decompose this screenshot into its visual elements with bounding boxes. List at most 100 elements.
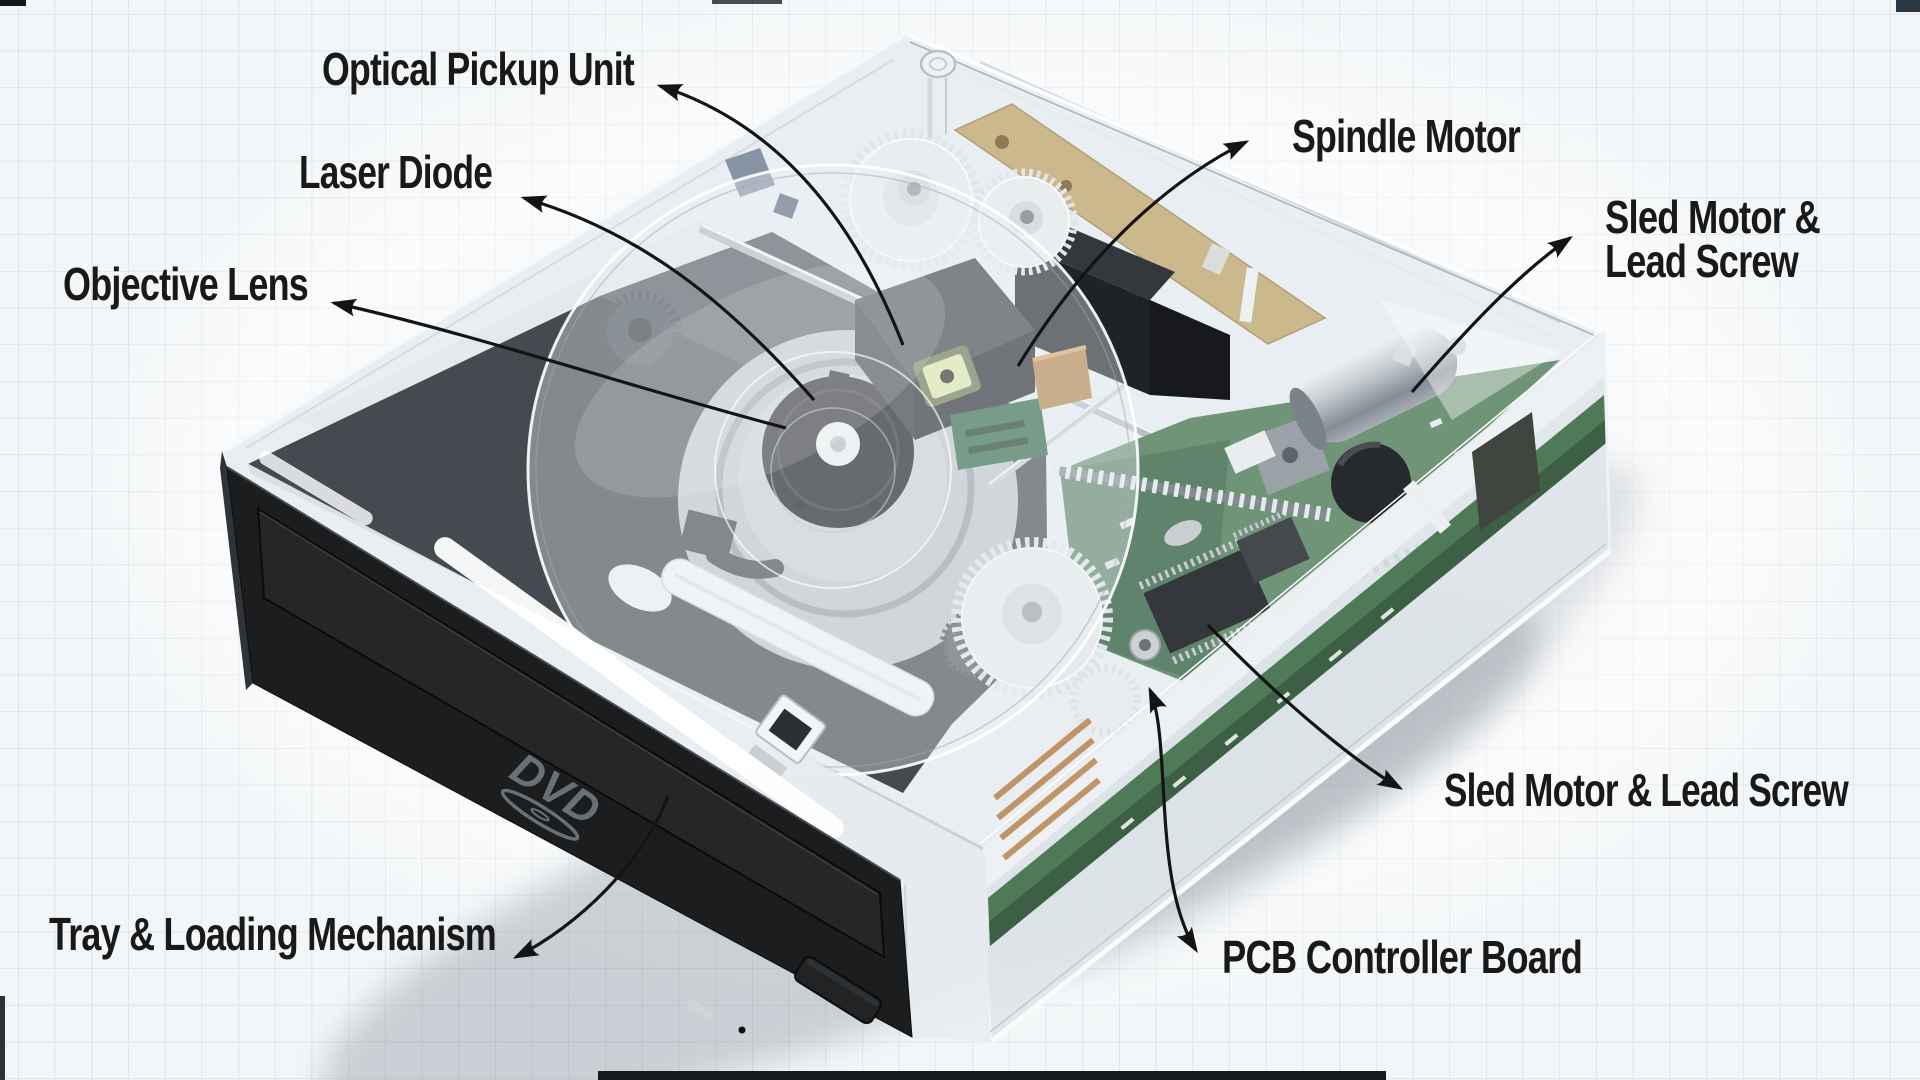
case-bottom-edge	[990, 549, 1612, 1043]
pickup-pcb-stripe	[964, 419, 1026, 438]
motor-shaft	[1448, 337, 1467, 356]
case-reflection	[1380, 300, 1560, 420]
label-sled-motor-lead-screw-bottom: Sled Motor & Lead Screw	[1444, 764, 1849, 816]
dvd-drive: DVD	[220, 32, 1612, 1043]
arrow-sled-motor-top	[1410, 235, 1573, 394]
usb-connector	[748, 694, 826, 777]
disc-hole-ring	[770, 407, 896, 533]
pcb-edge-strip-shade	[989, 420, 1606, 946]
label-pcb-controller-board: PCB Controller Board	[1222, 931, 1582, 983]
lens-aperture	[940, 369, 955, 384]
disc-rim-inner	[535, 172, 1131, 768]
small-gear-bottom	[1069, 664, 1141, 736]
left-edge-mark	[0, 996, 5, 1080]
arrow-optical-pickup-unit	[656, 84, 905, 346]
disc-hub-ring	[714, 351, 952, 589]
label-sled-motor-line2: Lead Screw	[1605, 235, 1799, 287]
usb-contact	[748, 744, 788, 777]
inductor-highlight	[1337, 441, 1381, 467]
platform-ring	[715, 358, 975, 618]
hub-screw	[795, 500, 805, 510]
eject-button-highlight	[806, 958, 879, 1007]
label-optical-pickup-unit: Optical Pickup Unit	[322, 43, 635, 95]
annotation-labels: Optical Pickup Unit Laser Diode Objectiv…	[49, 43, 1850, 983]
front-clear-lip	[224, 451, 990, 1041]
inner-wall-line3	[245, 59, 894, 449]
arrow-sled-motor-bottom	[1206, 623, 1404, 790]
led-indicator	[687, 999, 714, 1020]
cap-center	[1139, 639, 1151, 651]
lid-edge-back-left	[222, 32, 908, 453]
gear-small-screw	[1020, 210, 1034, 224]
usb-slot	[768, 708, 812, 751]
lip-highlight-small	[259, 451, 373, 526]
copper-actuator	[1032, 345, 1092, 410]
arrow-pcb-controller-board	[1148, 686, 1198, 954]
rear-connector	[1472, 412, 1540, 530]
annotation-arrows	[330, 84, 1573, 959]
label-tray-loading-mechanism: Tray & Loading Mechanism	[49, 908, 496, 960]
motor-cap	[1289, 387, 1327, 450]
label-laser-diode: Laser Diode	[299, 146, 492, 198]
tan-board-hole	[995, 135, 1009, 149]
label-objective-lens: Objective Lens	[63, 258, 308, 310]
chip-body	[1143, 548, 1271, 654]
pickup-top	[855, 258, 1035, 382]
dark-gear-teeth	[598, 290, 682, 374]
dvd-logo-disc	[500, 788, 580, 841]
case-tab	[1201, 243, 1231, 275]
motor-cylinder	[1297, 327, 1458, 443]
gear-small-teeth	[970, 168, 1078, 276]
emergency-eject-hole	[738, 1026, 746, 1034]
lid-hole	[919, 49, 957, 79]
lid-edge-back-right	[905, 32, 1605, 335]
hub-ring	[776, 388, 900, 512]
smd	[1429, 417, 1443, 429]
dark-gear	[598, 290, 682, 374]
top-left-mark	[0, 0, 26, 6]
tray-slide-line	[673, 572, 922, 702]
chip-body	[1236, 516, 1310, 584]
tray-panel-highlight	[259, 511, 879, 896]
front-face: DVD	[220, 451, 990, 1041]
right-wall-upper	[983, 333, 1607, 889]
arrow-objective-lens	[330, 298, 787, 430]
dvd-logo-hole	[530, 808, 550, 822]
lead-screw-coil	[1053, 463, 1332, 522]
sled-motor-part	[1289, 327, 1467, 450]
chip-pins	[1232, 508, 1290, 539]
lid-hole-inner	[929, 57, 947, 71]
smd	[1119, 517, 1136, 530]
case-bottom-edge-line	[989, 543, 1607, 1033]
front-bezel: DVD	[220, 451, 913, 1038]
inner-wall-line2	[971, 75, 1553, 337]
case-corner-right	[1602, 332, 1612, 552]
guide-rail-short	[985, 363, 1151, 490]
arrow-spindle-motor	[1016, 140, 1250, 367]
label-spindle-motor: Spindle Motor	[1292, 110, 1521, 162]
lid-edge-front-right-hl	[980, 329, 1602, 844]
blue-part	[725, 148, 775, 197]
pickup-side	[855, 300, 915, 440]
top-mid-mark	[712, 0, 782, 4]
hub-screw	[870, 500, 880, 510]
dark-gear-hub	[628, 318, 652, 342]
lip-highlight-bar	[434, 537, 844, 839]
case-tab	[1392, 339, 1418, 367]
disc	[526, 163, 1140, 777]
top-right-mark	[1896, 0, 1920, 12]
big-gear-teeth	[951, 537, 1113, 699]
copper-flex-traces	[993, 717, 1101, 861]
pickup-pcb-stripe	[967, 436, 1029, 455]
big-gear-screw	[1022, 602, 1042, 622]
motor-block-side	[1150, 300, 1230, 400]
bracket-hole	[1282, 447, 1298, 463]
bezel-top-highlight	[226, 466, 901, 881]
bezel-left-cap	[220, 451, 253, 690]
copper-highlight	[1033, 345, 1087, 362]
optical-pickup-unit-part	[855, 258, 1092, 470]
chip-pins	[1138, 537, 1243, 590]
white-post-sideface	[1402, 480, 1452, 534]
